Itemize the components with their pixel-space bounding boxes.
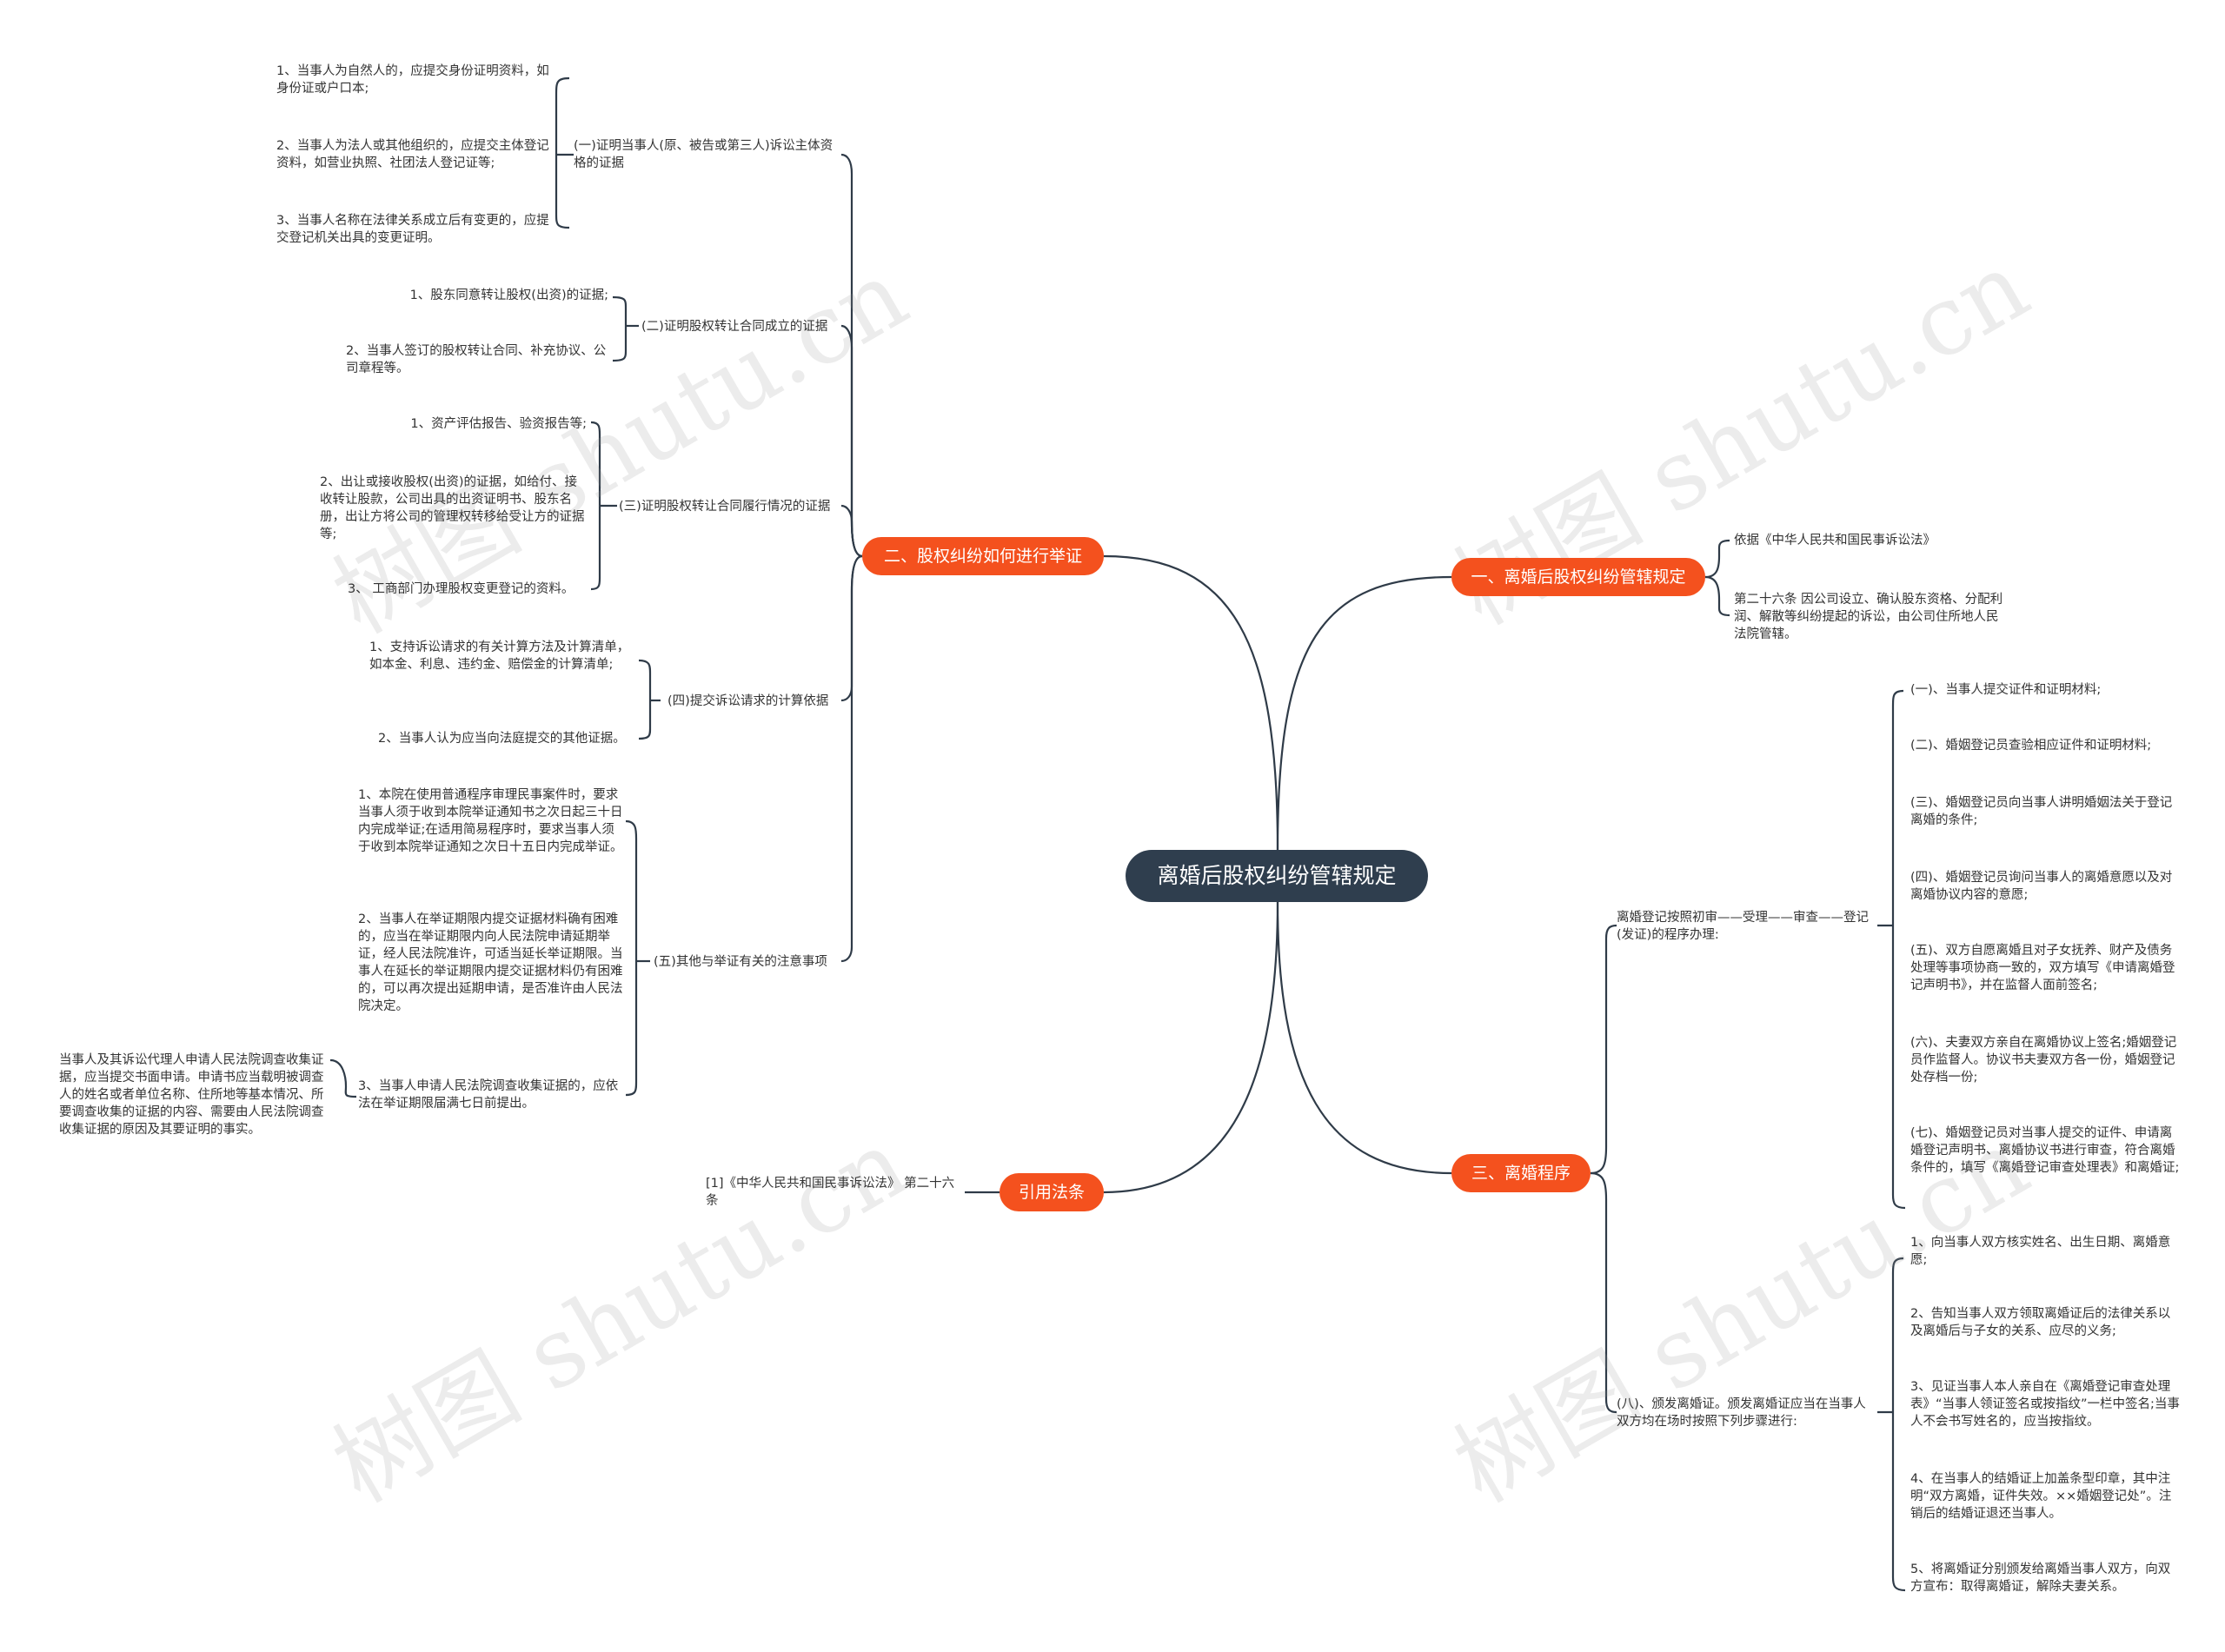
- b2-g5-item: 3、当事人申请人民法院调查收集证据的，应依法在举证期限届满七日前提出。: [358, 1079, 619, 1111]
- b3-g2-item: 4、在当事人的结婚证上加盖条型印章，其中注明“双方离婚，证件失效。××婚姻登记处…: [1910, 1472, 2172, 1521]
- b2-g5-item: 1、本院在使用普通程序审理民事案件时，要求当事人须于收到本院举证通知书之次日起三…: [358, 788, 623, 854]
- link-b2-g3: [840, 504, 863, 558]
- b3-g1-item: (一)、当事人提交证件和证明材料;: [1910, 683, 2102, 697]
- b3-g2-item: 3、见证当事人本人亲自在《离婚登记审查处理表》“当事人领证签名或按指纹”一栏中签…: [1910, 1380, 2180, 1429]
- link-b1-l1: [1704, 539, 1730, 579]
- b4-leaf: [1]《中华人民共和国民事诉讼法》 第二十六条: [706, 1177, 955, 1208]
- link-b3-g2: [1590, 1171, 1617, 1414]
- b2-g1-item: 1、当事人为自然人的，应提交身份证明资料，如身份证或户口本;: [276, 64, 549, 96]
- branch-cited-law[interactable]: 引用法条: [1000, 1173, 1104, 1211]
- b1-leaf: 第二十六条 因公司设立、确认股东资格、分配利润、解散等纠纷提起的诉讼，由公司住所…: [1734, 593, 2003, 641]
- bracket-b3-g1: [1891, 689, 1906, 1210]
- b3-g2-item: 5、将离婚证分别颁发给离婚当事人双方，向双方宣布：取得离婚证，解除夫妻关系。: [1910, 1562, 2171, 1594]
- bracket-g4: [638, 659, 652, 740]
- b3-group-label: 离婚登记按照初审——受理——审查——登记(发证)的程序办理:: [1617, 911, 1869, 942]
- b3-g1-item: (四)、婚姻登记员询问当事人的离婚意愿以及对离婚协议内容的意愿;: [1910, 871, 2173, 902]
- bracket-g5-sub: [329, 1058, 357, 1098]
- branch-divorce-procedure[interactable]: 三、离婚程序: [1451, 1154, 1591, 1192]
- b2-g5-item: 2、当事人在举证期限内提交证据材料确有困难的，应当在举证期限内向人民法院申请延期…: [358, 912, 623, 1013]
- link-b1-l2: [1704, 575, 1730, 617]
- bracket-g2: [612, 295, 628, 362]
- link-root-b1: [1276, 575, 1452, 851]
- branch-evidence[interactable]: 二、股权纠纷如何进行举证: [862, 537, 1104, 575]
- b3-g1-item: (七)、婚姻登记员对当事人提交的证件、申请离婚登记声明书、离婚协议书进行审查，符…: [1910, 1126, 2180, 1175]
- b3-g1-item: (五)、双方自愿离婚且对子女抚养、财产及债务处理等事项协商一致的，双方填写《申请…: [1910, 944, 2175, 992]
- b2-group-label: (二)证明股权转让合同成立的证据: [641, 320, 828, 334]
- link-root-b2: [1103, 554, 1279, 851]
- b2-group-label: (五)其他与举证有关的注意事项: [654, 955, 827, 969]
- b3-g1-item: (三)、婚姻登记员向当事人讲明婚姻法关于登记离婚的条件;: [1910, 796, 2173, 827]
- bracket-g1: [555, 76, 570, 229]
- b2-g1-item: 3、当事人名称在法律关系成立后有变更的，应提交登记机关出具的变更证明。: [276, 214, 549, 245]
- b3-g1-item: (二)、婚姻登记员查验相应证件和证明材料;: [1910, 739, 2152, 753]
- bracket-g5: [625, 819, 638, 1097]
- b3-g1-item: (六)、夫妻双方亲自在离婚协议上签名;婚姻登记员作监督人。协议书夫妻双方各一份，…: [1910, 1036, 2177, 1085]
- link-root-b4: [1103, 901, 1279, 1194]
- b2-group-label: (一)证明当事人(原、被告或第三人)诉讼主体资格的证据: [574, 139, 834, 170]
- b3-g2-item: 1、向当事人双方核实姓名、出生日期、离婚意愿;: [1910, 1236, 2171, 1267]
- b2-g4-item: 1、支持诉讼请求的有关计算方法及计算清单，如本金、利息、违约金、赔偿金的计算清单…: [369, 640, 630, 672]
- b2-g5-sub-item: 当事人及其诉讼代理人申请人民法院调查收集证据，应当提交书面申请。申请书应当载明被…: [59, 1053, 324, 1137]
- b2-g3-item: 3、 工商部门办理股权变更登记的资料。: [348, 582, 575, 596]
- b2-g3-item: 2、出让或接收股权(出资)的证据，如给付、接收转让股款，公司出具的出资证明书、股…: [320, 475, 585, 541]
- b1-leaf: 依据《中华人民共和国民事诉讼法》: [1734, 534, 1936, 547]
- b2-g2-item: 1、股东同意转让股权(出资)的证据;: [409, 289, 608, 302]
- b2-g3-item: 1、资产评估报告、验资报告等;: [410, 417, 587, 431]
- b2-g2-item: 2、当事人签订的股权转让合同、补充协议、公司章程等。: [346, 344, 607, 375]
- bracket-g3: [590, 421, 601, 591]
- b3-group-label: (八)、颁发离婚证。颁发离婚证应当在当事人双方均在场时按照下列步骤进行:: [1617, 1397, 1866, 1429]
- link-b3-g1: [1590, 924, 1617, 1175]
- b3-g2-item: 2、告知当事人双方领取离婚证后的法律关系以及离婚后与子女的关系、应尽的义务;: [1910, 1307, 2171, 1338]
- root-node[interactable]: 离婚后股权纠纷管辖规定: [1126, 850, 1428, 902]
- bracket-b3-g2: [1891, 1257, 1906, 1592]
- b2-group-label: (三)证明股权转让合同履行情况的证据: [619, 500, 831, 514]
- link-root-b3: [1276, 901, 1452, 1175]
- b2-g1-item: 2、当事人为法人或其他组织的，应提交主体登记资料，如营业执照、社团法人登记证等;: [276, 139, 549, 170]
- branch-jurisdiction[interactable]: 一、离婚后股权纠纷管辖规定: [1451, 558, 1705, 596]
- b2-g4-item: 2、当事人认为应当向法庭提交的其他证据。: [378, 732, 626, 746]
- link-b2-g5: [840, 554, 863, 963]
- b2-group-label: (四)提交诉讼请求的计算依据: [668, 694, 829, 708]
